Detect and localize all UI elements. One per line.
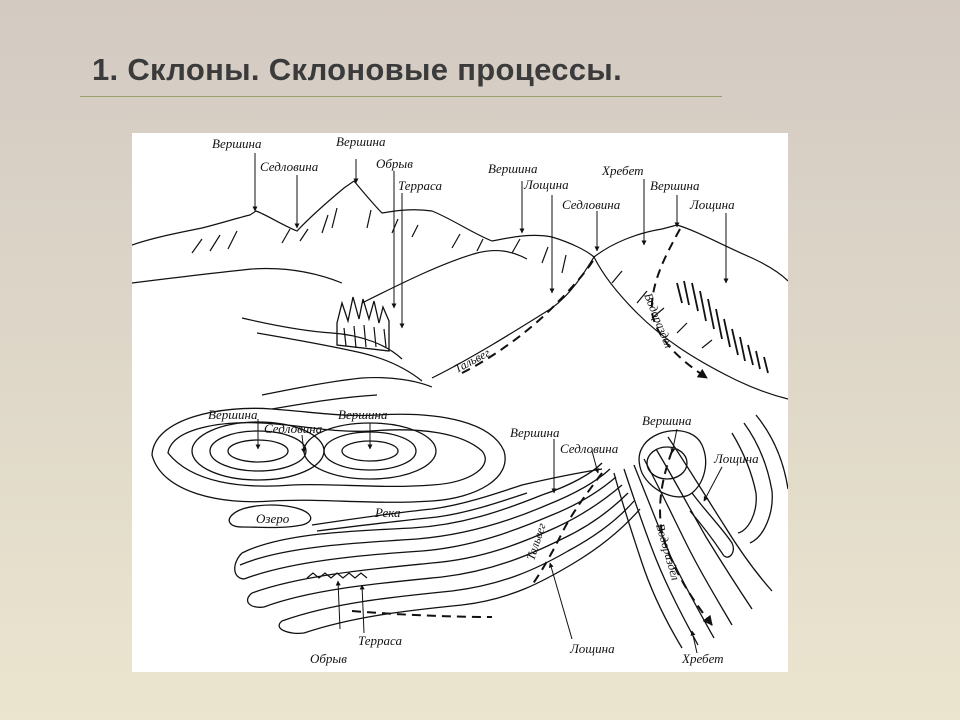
map-label-saddle-1: Седловина [264,421,323,436]
map-label-lake: Озеро [256,511,290,526]
top-label-summit-1: Вершина [212,136,262,151]
relief-figure: Вершина Седловина Вершина Обрыв Терраса … [132,133,788,672]
map-cliff-line [306,572,368,579]
title-divider [80,96,722,97]
map-label-summit-1: Вершина [208,407,258,422]
contour-map [151,407,788,649]
map-label-hollow-2: Лощина [569,641,615,656]
map-label-ridge: Хребет [681,651,724,666]
top-label-hollow-1: Лощина [523,177,569,192]
top-flow-lines [461,228,708,379]
top-label-terrace: Терраса [398,178,442,193]
map-label-saddle-2: Седловина [560,441,619,456]
top-label-hollow-2: Лощина [689,197,735,212]
map-label-summit-4: Вершина [642,413,692,428]
map-labels: Вершина Седловина Вершина Вершина Седлов… [208,407,759,666]
map-label-summit-2: Вершина [338,407,388,422]
top-label-saddle-2: Седловина [562,197,621,212]
top-label-thalweg: Тальвег [452,345,493,375]
map-flow-lines [351,450,713,626]
top-label-saddle-1: Седловина [260,159,319,174]
top-label-cliff: Обрыв [376,156,413,171]
map-label-summit-3: Вершина [510,425,560,440]
top-label-summit-3: Вершина [488,161,538,176]
map-label-river: Река [374,505,401,520]
top-leader-lines [252,153,729,329]
relief-diagram: Вершина Седловина Вершина Обрыв Терраса … [132,134,788,666]
map-label-thalweg: Тальвег [524,521,549,562]
map-label-cliff: Обрыв [310,651,347,666]
map-label-hollow-1: Лощина [713,451,759,466]
slide-title: 1. Склоны. Склоновые процессы. [92,52,622,87]
top-label-watershed: Водораздел [641,291,676,350]
top-label-summit-2: Вершина [336,134,386,149]
map-label-watershed: Водораздел [653,522,683,582]
top-labels: Вершина Седловина Вершина Обрыв Терраса … [212,134,735,376]
map-leader-lines [255,419,723,654]
top-label-ridge: Хребет [601,163,644,178]
map-label-terrace: Терраса [358,633,402,648]
top-label-summit-4: Вершина [650,178,700,193]
